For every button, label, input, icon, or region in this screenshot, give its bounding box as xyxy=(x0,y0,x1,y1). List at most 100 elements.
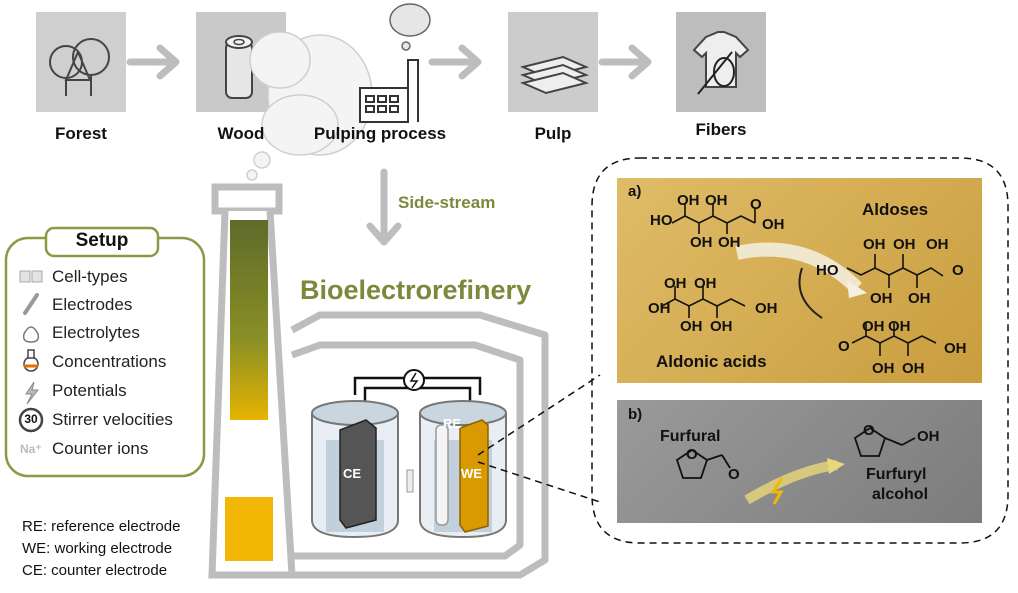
zoom-lines xyxy=(477,374,601,503)
reduction-arrow xyxy=(798,267,823,319)
stirrer-badge-icon xyxy=(18,407,44,433)
group-oh-6: OH xyxy=(664,275,687,292)
furfuryl-alcohol-ring xyxy=(853,426,916,457)
steam-cloud xyxy=(246,31,373,181)
furfural-conversion-arrow xyxy=(744,460,838,505)
power-icon xyxy=(403,369,425,391)
setup-title: Setup xyxy=(75,230,129,251)
group-oh-12: OH xyxy=(863,236,886,253)
panel-a-label: a) xyxy=(628,183,642,200)
furfural-aldehyde-o: O xyxy=(728,466,740,483)
stirrer-badge-text: 30 xyxy=(24,412,38,426)
group-oh-5: OH xyxy=(762,216,785,233)
factory-icon xyxy=(359,59,419,123)
stage-label-forest: Forest xyxy=(55,124,107,143)
group-o-2: O xyxy=(952,262,964,279)
furfuryl-oh: OH xyxy=(917,428,940,445)
group-oh-14: OH xyxy=(926,236,949,253)
stage-label-wood: Wood xyxy=(217,124,265,143)
legend-re: RE: reference electrode xyxy=(22,518,181,535)
tree-icon xyxy=(36,12,126,112)
panel-b-structures xyxy=(675,426,916,505)
furfuryl-o: O xyxy=(863,422,875,439)
setup-item-counter-ions: Counter ions xyxy=(52,439,149,458)
group-oh-9: OH xyxy=(680,318,703,335)
arrow-pulping-pulp xyxy=(428,44,482,80)
group-ho-2: HO xyxy=(816,262,839,279)
refinery-building xyxy=(290,311,549,579)
group-oh-7: OH xyxy=(694,275,717,292)
cell-types-icon xyxy=(19,270,43,283)
group-oh-3: OH xyxy=(690,234,713,251)
setup-item-cell-types: Cell-types xyxy=(52,267,128,286)
setup-item-concentrations: Concentrations xyxy=(52,352,167,371)
electrolyte-icon xyxy=(22,326,40,343)
group-oh-20: OH xyxy=(872,360,895,377)
aldoses-label: Aldoses xyxy=(862,200,929,219)
aldose-top-skeleton xyxy=(846,254,944,288)
group-oh-21: OH xyxy=(902,360,925,377)
stage-label-pulping: Pulping process xyxy=(313,124,447,143)
aldonic-acid-bottom-skeleton xyxy=(661,286,746,318)
group-o-1: O xyxy=(750,196,762,213)
chimney xyxy=(208,183,296,579)
setup-title-box xyxy=(44,226,160,258)
electrode-icon xyxy=(23,293,39,315)
setup-item-electrodes: Electrodes xyxy=(52,295,133,314)
electrochemical-cell xyxy=(311,369,507,539)
group-oh-8: OH xyxy=(648,300,671,317)
group-oh-11: OH xyxy=(755,300,778,317)
group-o-3: O xyxy=(838,338,850,355)
we-label: WE xyxy=(461,466,482,481)
group-oh-17: OH xyxy=(862,318,885,335)
furfuryl-label-2: alcohol xyxy=(872,486,929,503)
page-title: Bioelectrorefinery xyxy=(300,275,532,305)
furfural-label: Furfural xyxy=(660,428,721,445)
arrow-pulp-fibers xyxy=(598,44,652,80)
side-stream-label: Side-stream xyxy=(398,193,496,212)
flask-icon xyxy=(23,349,39,372)
panel-b xyxy=(617,400,982,523)
arrow-forest-wood xyxy=(126,44,180,80)
setup-item-electrolytes: Electrolytes xyxy=(52,323,140,342)
pulp-image xyxy=(508,12,598,112)
tshirt-icon xyxy=(676,12,766,112)
group-oh-13: OH xyxy=(893,236,916,253)
fibers-image xyxy=(676,12,766,112)
group-oh-15: OH xyxy=(870,290,893,307)
furfural-conversion-arrow-head xyxy=(827,458,845,474)
panel-a xyxy=(617,178,982,383)
furfural-o: O xyxy=(686,446,698,463)
forest-image xyxy=(36,12,126,112)
group-oh-4: OH xyxy=(718,234,741,251)
stage-label-fibers: Fibers xyxy=(695,120,747,139)
paper-stack-icon xyxy=(508,12,598,112)
group-oh-16: OH xyxy=(908,290,931,307)
panel-b-label: b) xyxy=(628,406,643,423)
group-oh-2: OH xyxy=(705,192,728,209)
group-ho-1: HO xyxy=(650,212,673,229)
lightning-icon xyxy=(25,381,40,405)
group-oh-19: OH xyxy=(944,340,967,357)
panel-a-structures xyxy=(661,203,944,356)
aldonic-acid-top-skeleton xyxy=(671,203,756,234)
aldonic-acids-label: Aldonic acids xyxy=(656,352,767,371)
group-oh-10: OH xyxy=(710,318,733,335)
aldose-bottom-skeleton xyxy=(851,323,937,356)
re-label: RE xyxy=(443,416,462,431)
setup-item-potentials: Potentials xyxy=(52,381,127,400)
smoke-cloud xyxy=(389,3,431,51)
furfural-ring xyxy=(675,448,731,479)
group-oh-18: OH xyxy=(888,318,911,335)
legend-ce: CE: counter electrode xyxy=(22,562,168,579)
ce-label: CE xyxy=(343,466,362,481)
lightning-icon xyxy=(770,477,784,505)
furfuryl-label-1: Furfuryl xyxy=(866,466,927,483)
counter-ion-badge-icon: Na⁺ xyxy=(20,442,42,456)
stage-label-pulp: Pulp xyxy=(534,124,572,143)
arrow-side-stream xyxy=(366,168,402,246)
setup-item-stirrer: Stirrer velocities xyxy=(52,410,173,429)
conversion-arrow-head xyxy=(847,280,867,298)
group-oh-1: OH xyxy=(677,192,700,209)
